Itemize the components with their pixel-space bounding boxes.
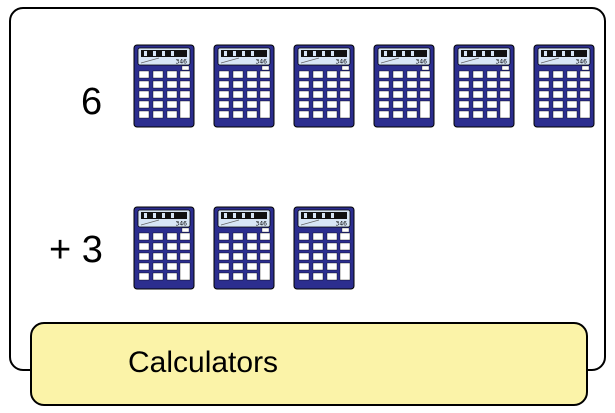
category-label-box — [30, 322, 588, 406]
calculator-icon: 346 — [133, 44, 195, 128]
svg-text:346: 346 — [176, 59, 188, 66]
calculator-icon: 346 — [293, 206, 355, 290]
calculator-icon: 346 — [213, 206, 275, 290]
svg-text:346: 346 — [336, 221, 348, 228]
svg-text:346: 346 — [576, 59, 588, 66]
calculator-icon: 346 — [533, 44, 595, 128]
svg-text:346: 346 — [416, 59, 428, 66]
svg-text:346: 346 — [496, 59, 508, 66]
calculator-icon: 346 — [373, 44, 435, 128]
svg-text:346: 346 — [256, 59, 268, 66]
calculator-icon: 346 — [293, 44, 355, 128]
category-label: Calculators — [128, 346, 279, 379]
calculator-icon: 346 — [453, 44, 515, 128]
svg-text:346: 346 — [336, 59, 348, 66]
row-1-count-label: 6 — [81, 81, 103, 123]
calculator-icon: 346 — [133, 206, 195, 290]
calculator-icon: 346 — [213, 44, 275, 128]
svg-text:346: 346 — [256, 221, 268, 228]
row-2-count-label: + 3 — [49, 229, 103, 271]
svg-text:346: 346 — [176, 221, 188, 228]
